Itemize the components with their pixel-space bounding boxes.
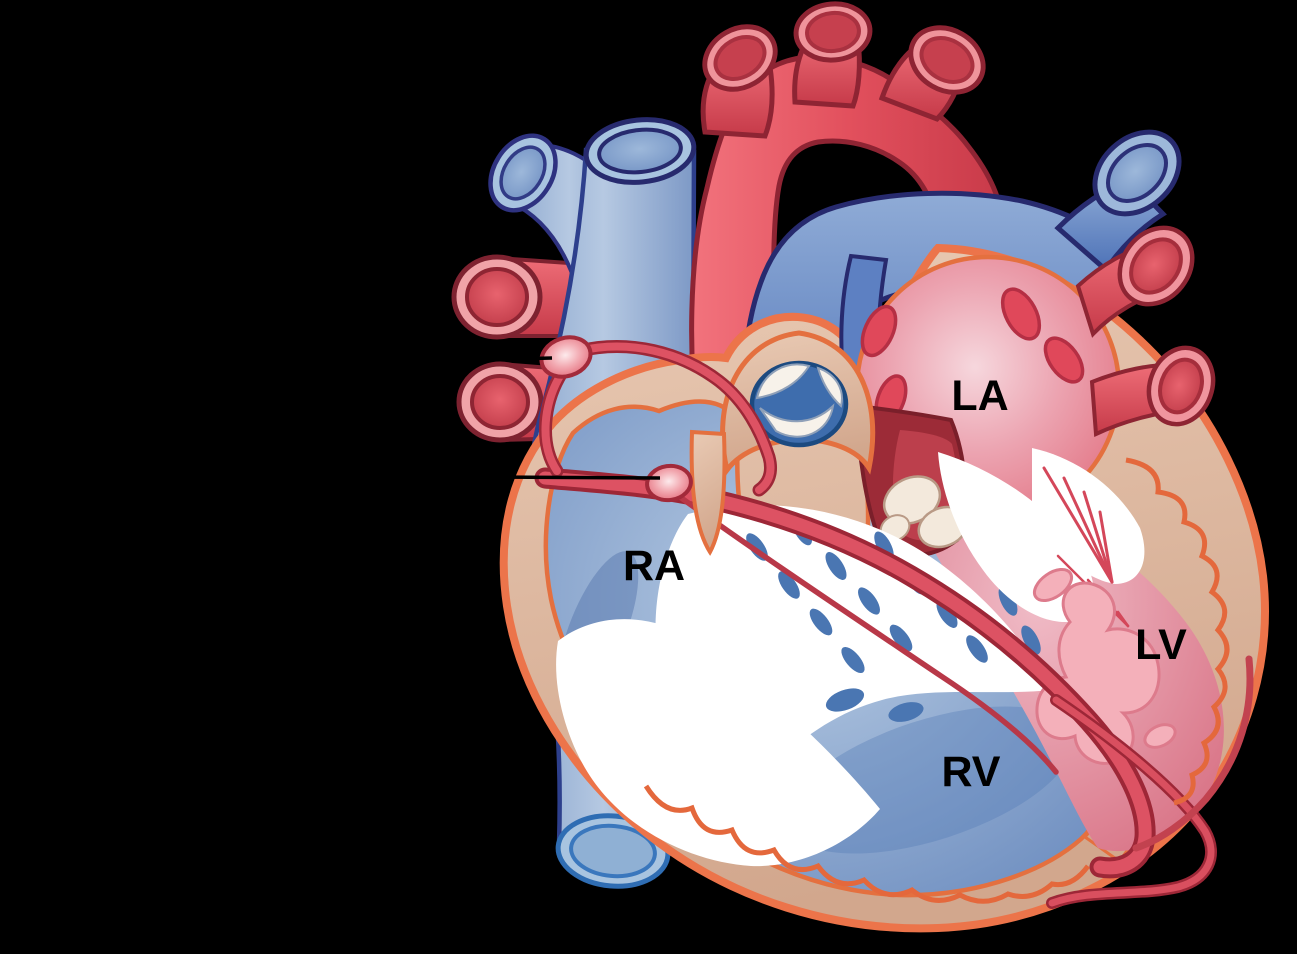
pulmonary-vein-right-lower-opening — [1158, 357, 1204, 415]
pulmonary-valve-leaflet — [816, 366, 843, 408]
chordae-gap — [1021, 625, 1041, 655]
pulmonary-vein-ostium — [1043, 336, 1085, 384]
streak — [1098, 510, 1114, 584]
chordae-gap — [778, 571, 800, 599]
label-left-atrium: LA — [951, 372, 1008, 420]
aorta-branch-2-opening — [805, 10, 861, 54]
aorta-branch-3-opening — [919, 36, 975, 84]
tricuspid-valve-leaflets — [556, 505, 1052, 867]
chordae-gap — [966, 635, 988, 663]
trabeculae-right-ventricle — [643, 784, 1091, 904]
pulmonary-vein-left-lower-opening — [470, 374, 530, 430]
label-right-ventricle: RV — [942, 748, 1001, 796]
chordae-gap — [858, 587, 880, 615]
chordae-gaps — [746, 516, 1041, 722]
chordae-gap — [888, 702, 924, 722]
internodal-tract — [575, 342, 775, 494]
av-node-leader-line — [491, 475, 661, 480]
sa-node-leader-line — [474, 356, 553, 362]
chordae-gap — [825, 552, 847, 580]
pulmonary-valve-leaflet — [755, 363, 811, 400]
internodal-tract — [541, 367, 567, 475]
streak — [1116, 610, 1130, 628]
tricuspid-funnel — [556, 619, 880, 867]
streak — [1062, 476, 1114, 584]
chordae-gap — [998, 586, 1018, 616]
pulmonary-vein-left-upper-opening — [465, 267, 529, 327]
papillary-muscle — [1032, 567, 1177, 765]
pulmonary-valve-leaflet — [759, 403, 835, 438]
brachiocephalic-vein-opening — [499, 145, 547, 201]
pulmonary-valve — [720, 330, 876, 476]
atrioventricular-node — [645, 463, 693, 503]
label-left-ventricle: LV — [1135, 621, 1187, 669]
right-bundle-branch — [677, 494, 1059, 775]
aorta-branch-1-opening — [713, 35, 767, 81]
pulmonary-vein-ostium — [1000, 287, 1042, 341]
streak — [1042, 466, 1114, 584]
inferior-vena-cava-opening — [569, 823, 657, 879]
chordae-gap — [889, 624, 913, 652]
purkinje-ribbon-outer — [1132, 655, 1254, 852]
streak — [1082, 490, 1114, 584]
label-right-atrium: RA — [623, 542, 685, 590]
chordae-gap — [825, 688, 865, 712]
papillary-muscle-finger — [1032, 567, 1074, 603]
papillary-muscle-finger — [1143, 723, 1177, 749]
papillary-muscle-main — [1035, 581, 1161, 765]
chordae-gap — [841, 646, 865, 674]
pulmonary-veins-right — [1075, 225, 1216, 438]
chordae-gap — [809, 608, 833, 636]
sinoatrial-node — [539, 335, 593, 379]
pulmonary-artery-opening — [1106, 143, 1168, 203]
trabeculae-left-ventricle — [1125, 457, 1230, 806]
superior-vena-cava-opening — [597, 127, 683, 175]
mitral-fan-2 — [1032, 448, 1145, 584]
purkinje-ribbon — [1048, 696, 1215, 907]
pulmonary-vein-right-upper-opening — [1129, 237, 1183, 295]
pulmonary-vein-ostium — [860, 304, 898, 358]
